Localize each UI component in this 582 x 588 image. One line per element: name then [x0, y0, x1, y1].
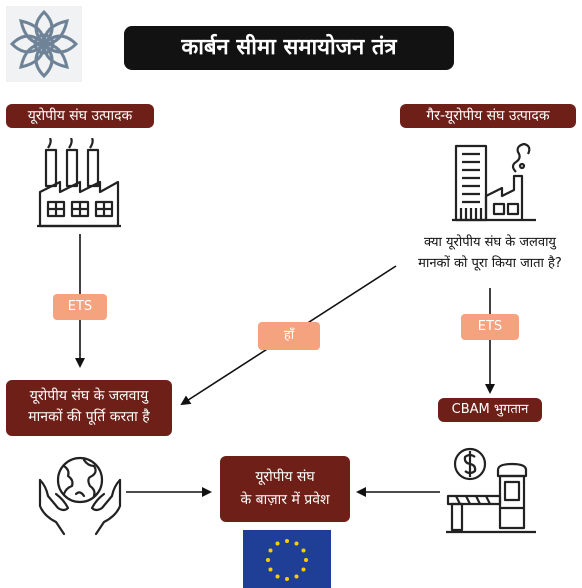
- question-text: क्या यूरोपीय संघ के जलवायु मानकों को पूर…: [398, 232, 582, 274]
- logo-icon: [6, 6, 82, 82]
- hands-globe-icon: [38, 456, 122, 536]
- meets-line-2: मानकों की पूर्ति करता है: [28, 409, 150, 425]
- cbam-payment-box: CBAM भुगतान: [438, 398, 542, 422]
- meets-line-1: यूरोपीय संघ के जलवायु: [29, 388, 149, 404]
- toll-booth-icon: [446, 447, 536, 534]
- factory-icon: [37, 138, 121, 228]
- market-line-2: के बाज़ार में प्रवेश: [240, 492, 330, 508]
- meets-standards-box: यूरोपीय संघ के जलवायु मानकों की पूर्ति क…: [6, 380, 172, 436]
- question-line-2: मानकों को पूरा किया जाता है?: [418, 256, 562, 271]
- non-eu-producer-label: गैर-यूरोपीय संघ उत्पादक: [400, 104, 576, 128]
- eu-flag-icon: [243, 530, 331, 588]
- page-title: कार्बन सीमा समायोजन तंत्र: [124, 26, 454, 70]
- market-access-box: यूरोपीय संघ के बाज़ार में प्रवेश: [220, 456, 350, 522]
- market-line-1: यूरोपीय संघ: [255, 469, 315, 485]
- eu-producer-label: यूरोपीय संघ उत्पादक: [6, 104, 154, 128]
- ets-tag-right: ETS: [461, 314, 519, 340]
- polluting-factory-icon: [452, 142, 536, 222]
- question-line-1: क्या यूरोपीय संघ के जलवायु: [424, 235, 556, 250]
- yes-tag: हाँ: [258, 322, 320, 350]
- ets-tag-left: ETS: [53, 294, 107, 320]
